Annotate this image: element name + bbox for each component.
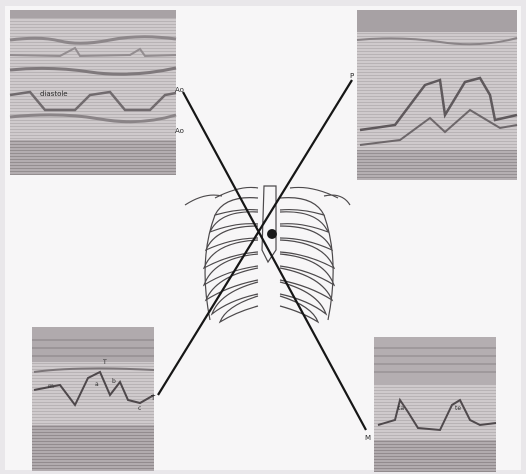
panel-label-ao: Ao [175, 127, 184, 135]
endpoint-label-ao: Ao [175, 86, 184, 94]
panel-label-ta: ta [398, 405, 404, 412]
echo-panel-top-left: diastole Ao [10, 10, 184, 175]
panel-label-m: m [48, 383, 54, 390]
panel-label-a: a [95, 381, 99, 388]
panel-label-t: T [102, 359, 107, 366]
echo-panel-bottom-right: ta te [374, 337, 496, 472]
endpoint-label-m: M [365, 434, 371, 442]
endpoint-label-t: T [150, 394, 156, 402]
echo-panel-bottom-left: T m a b c [32, 327, 154, 471]
panel-label-b: b [112, 378, 116, 385]
panel-label-te: te [455, 405, 461, 412]
panel-label-diastole: diastole [40, 90, 68, 98]
echo-panel-top-right [357, 10, 517, 180]
panel-label-c: c [138, 405, 141, 412]
endpoint-label-p: P [350, 72, 354, 80]
